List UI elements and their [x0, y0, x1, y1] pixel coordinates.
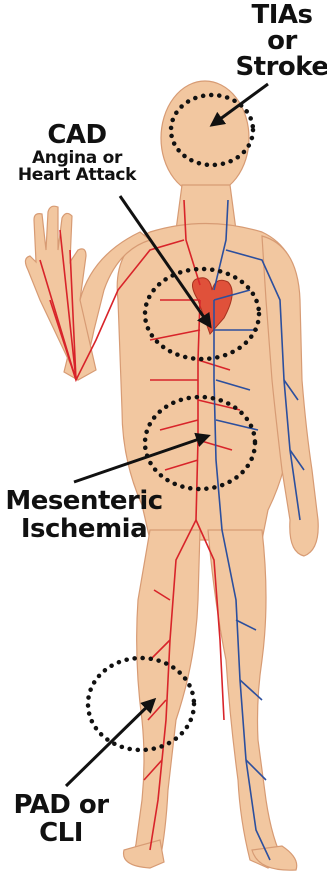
- body-silhouette: [25, 81, 318, 870]
- cad-label-title: CAD: [2, 122, 152, 148]
- tia-label: TIAs or Stroke: [232, 2, 327, 80]
- tia-label-line1: TIAs: [232, 2, 327, 28]
- tia-label-line2: or: [232, 28, 327, 54]
- pad-label-line2: CLI: [6, 820, 116, 846]
- mesenteric-label-line1: Mesenteric: [4, 488, 164, 514]
- pad-label: PAD or CLI: [6, 792, 116, 846]
- mesenteric-label: Mesenteric Ischemia: [4, 488, 164, 542]
- cad-label-line2: Heart Attack: [2, 167, 152, 184]
- cad-label: CAD Angina or Heart Attack: [2, 122, 152, 184]
- tia-label-line3: Stroke: [232, 54, 327, 80]
- mesenteric-label-line2: Ischemia: [4, 516, 164, 542]
- pad-label-line1: PAD or: [6, 792, 116, 818]
- pad-arrow: [66, 700, 154, 786]
